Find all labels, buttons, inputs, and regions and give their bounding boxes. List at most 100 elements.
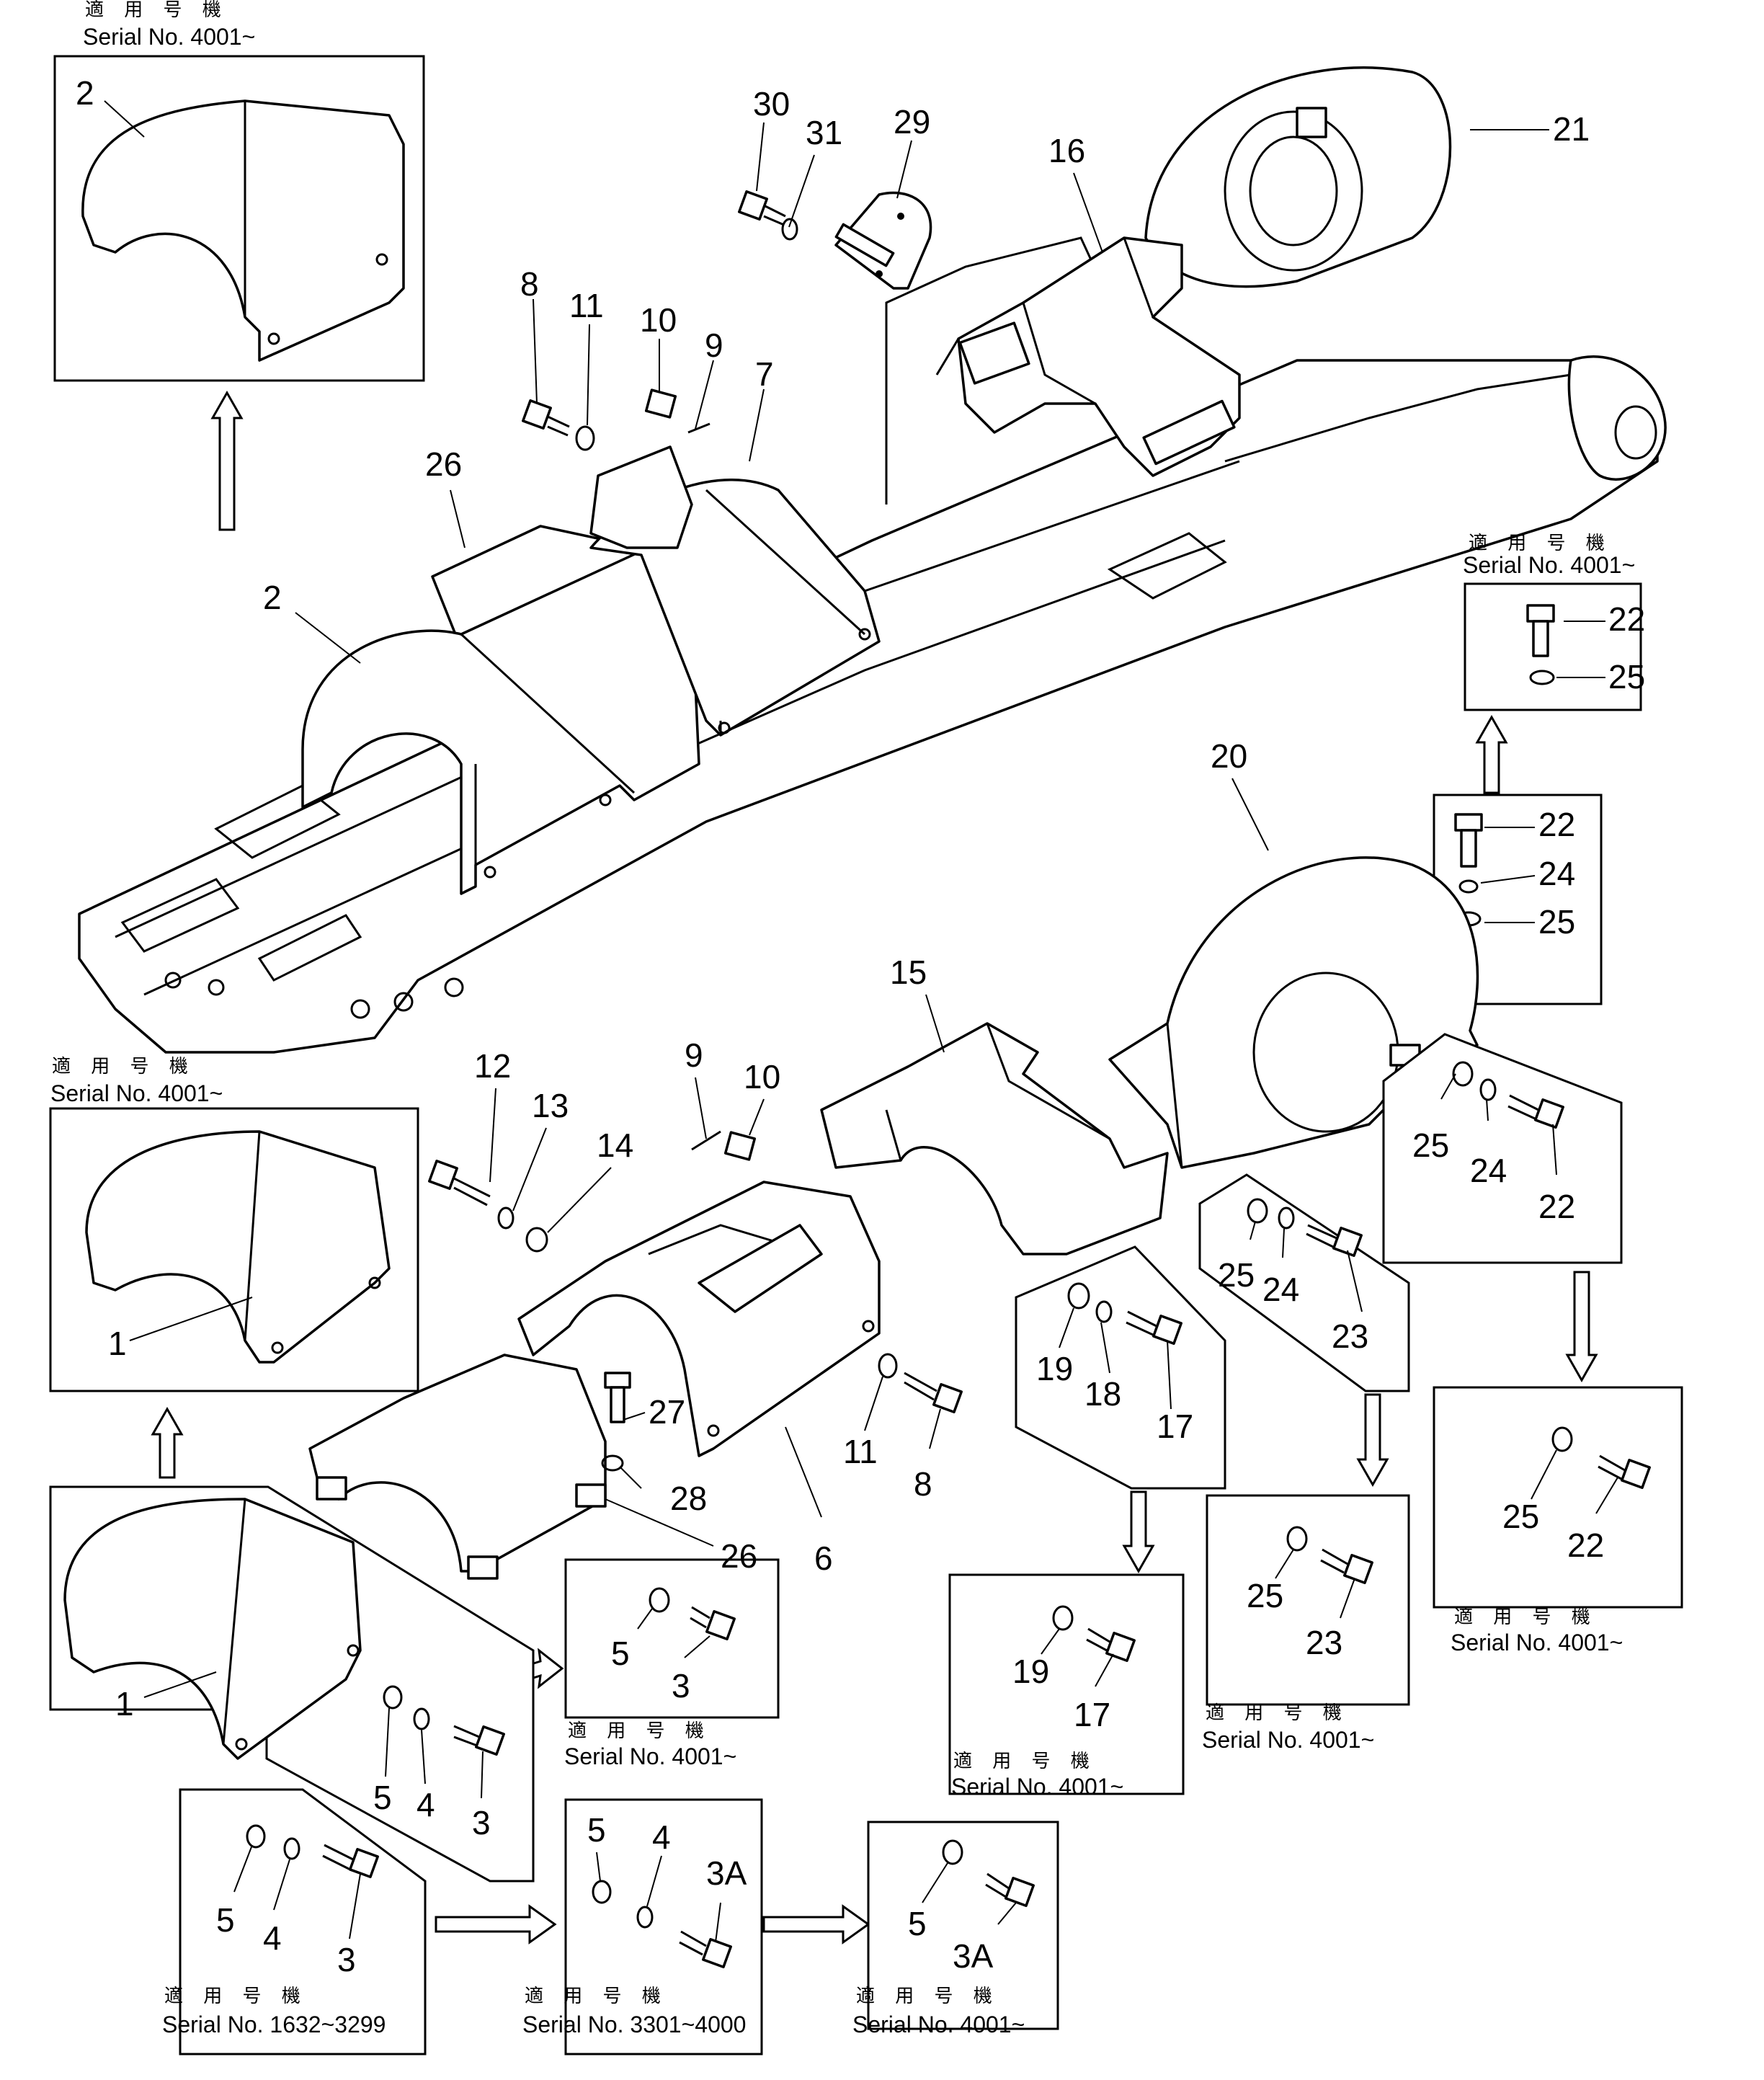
svg-text:Serial No. 4001~: Serial No. 4001~ <box>1202 1727 1374 1753</box>
washer-28 <box>601 1454 624 1472</box>
callout: 10 <box>744 1058 780 1095</box>
callout: 7 <box>755 355 774 393</box>
callout: 29 <box>894 103 930 141</box>
callout: 1 <box>108 1325 127 1362</box>
svg-text:Serial No. 4001~: Serial No. 4001~ <box>951 1774 1123 1800</box>
callout: 25 <box>1218 1256 1255 1294</box>
callout: 15 <box>890 954 927 991</box>
callout: 25 <box>1502 1498 1539 1535</box>
callout: 4 <box>263 1919 282 1957</box>
svg-text:適 用 号 機: 適 用 号 機 <box>1206 1702 1349 1724</box>
callout: 20 <box>1211 737 1247 775</box>
final-drive-cover-21 <box>1144 66 1452 288</box>
cover-26-lower <box>308 1354 607 1580</box>
svg-text:適 用 号 機: 適 用 号 機 <box>85 0 228 21</box>
svg-text:適 用 号 機: 適 用 号 機 <box>953 1751 1097 1772</box>
callout: 24 <box>1538 855 1575 892</box>
inset-25-23 <box>1206 1494 1410 1706</box>
callout: 24 <box>1262 1271 1299 1308</box>
leader-lines <box>104 100 1618 1943</box>
pin-9-lower <box>691 1130 721 1151</box>
callout: 9 <box>705 326 723 364</box>
svg-text:Serial No. 4001~: Serial No. 4001~ <box>1451 1630 1623 1655</box>
arrow-up-22-25 <box>1475 714 1508 794</box>
arrow-up-to-mid-inset <box>151 1406 184 1479</box>
svg-text:適 用 号 機: 適 用 号 機 <box>52 1056 195 1077</box>
bolt-8-upper <box>522 399 570 437</box>
washer-11-lower <box>878 1353 898 1379</box>
bolt-8-lower <box>904 1372 963 1413</box>
svg-text:適 用 号 機: 適 用 号 機 <box>1469 533 1612 554</box>
callout: 13 <box>532 1087 569 1124</box>
callout: 2 <box>263 579 282 616</box>
cover-2-upper <box>301 546 700 895</box>
washer-11-upper <box>575 425 595 451</box>
serial-note-3301: 適 用 号 機 Serial No. 3301~4000 <box>522 1986 746 2037</box>
bolt-30 <box>738 190 786 226</box>
svg-text:適 用 号 機: 適 用 号 機 <box>1454 1606 1598 1628</box>
callout: 31 <box>806 114 842 151</box>
inset-5-4-3-old <box>179 1788 427 2055</box>
callout: 24 <box>1470 1152 1507 1189</box>
arrow-down-23 <box>1356 1393 1389 1488</box>
inset-cover-1 <box>49 1107 419 1392</box>
svg-text:適 用 号 機: 適 用 号 機 <box>525 1986 668 2007</box>
callout: 22 <box>1567 1526 1604 1564</box>
serial-note-19-17: 適 用 号 機 Serial No. 4001~ <box>951 1751 1123 1800</box>
callout: 21 <box>1553 110 1590 148</box>
plate-9-10-upper <box>589 445 693 549</box>
callout: 12 <box>474 1047 511 1085</box>
inset-cover-2 <box>53 55 425 382</box>
callout: 17 <box>1074 1696 1110 1733</box>
callout: 5 <box>908 1905 927 1942</box>
callout: 4 <box>652 1818 671 1856</box>
callout: 2 <box>76 74 94 112</box>
arrow-bottom-1 <box>435 1904 557 1945</box>
callout: 11 <box>569 287 604 324</box>
svg-text:Serial No. 4001~: Serial No. 4001~ <box>50 1080 223 1106</box>
callout: 8 <box>914 1465 932 1503</box>
washer-13 <box>497 1206 514 1230</box>
callout: 22 <box>1538 806 1575 843</box>
callout: 30 <box>753 85 790 123</box>
svg-text:適 用 号 機: 適 用 号 機 <box>164 1986 308 2007</box>
serial-note-25-22: 適 用 号 機 Serial No. 4001~ <box>1451 1606 1623 1655</box>
arrow-down-22 <box>1565 1271 1598 1383</box>
svg-text:適 用 号 機: 適 用 号 機 <box>568 1720 711 1742</box>
callout: 25 <box>1412 1126 1449 1164</box>
lower-cover-1-group <box>49 1485 535 1883</box>
inset-19-17-group <box>1015 1245 1226 1490</box>
callout: 5 <box>216 1901 235 1939</box>
svg-text:Serial No. 4001~: Serial No. 4001~ <box>564 1743 736 1769</box>
inset-25-24-23-group <box>1198 1173 1410 1392</box>
serial-note-top-left: 適 用 号 機 Serial No. 4001~ <box>83 0 255 50</box>
callouts: 2 30 31 29 16 21 8 11 10 9 7 26 2 22 25 … <box>76 74 1645 1978</box>
cover-6 <box>517 1181 881 1457</box>
nut-10-upper <box>644 388 677 419</box>
callout: 5 <box>611 1635 630 1672</box>
callout: 3A <box>953 1937 994 1975</box>
pin-9-upper <box>687 422 710 434</box>
callout: 4 <box>416 1786 435 1823</box>
callout: 22 <box>1608 600 1645 638</box>
callout: 28 <box>670 1480 707 1517</box>
svg-text:Serial No. 3301~4000: Serial No. 3301~4000 <box>522 2012 746 2037</box>
callout: 25 <box>1538 903 1575 941</box>
arrow-up-to-top-inset <box>210 390 244 531</box>
serial-note-right-top: 適 用 号 機 Serial No. 4001~ <box>1463 533 1635 578</box>
plate-29 <box>834 191 932 290</box>
callout: 3A <box>706 1854 747 1892</box>
callout: 3 <box>337 1941 356 1978</box>
callout: 6 <box>814 1539 833 1577</box>
callout: 23 <box>1306 1624 1342 1661</box>
callout: 8 <box>520 265 539 303</box>
callout: 19 <box>1012 1653 1049 1690</box>
callout: 5 <box>587 1811 606 1849</box>
bolt-27 <box>604 1372 631 1423</box>
callout: 10 <box>640 301 677 339</box>
callout: 25 <box>1608 658 1645 695</box>
callout: 3 <box>672 1667 690 1705</box>
callout: 26 <box>721 1537 757 1575</box>
callout: 9 <box>685 1036 703 1074</box>
cover-15 <box>820 1022 1169 1255</box>
